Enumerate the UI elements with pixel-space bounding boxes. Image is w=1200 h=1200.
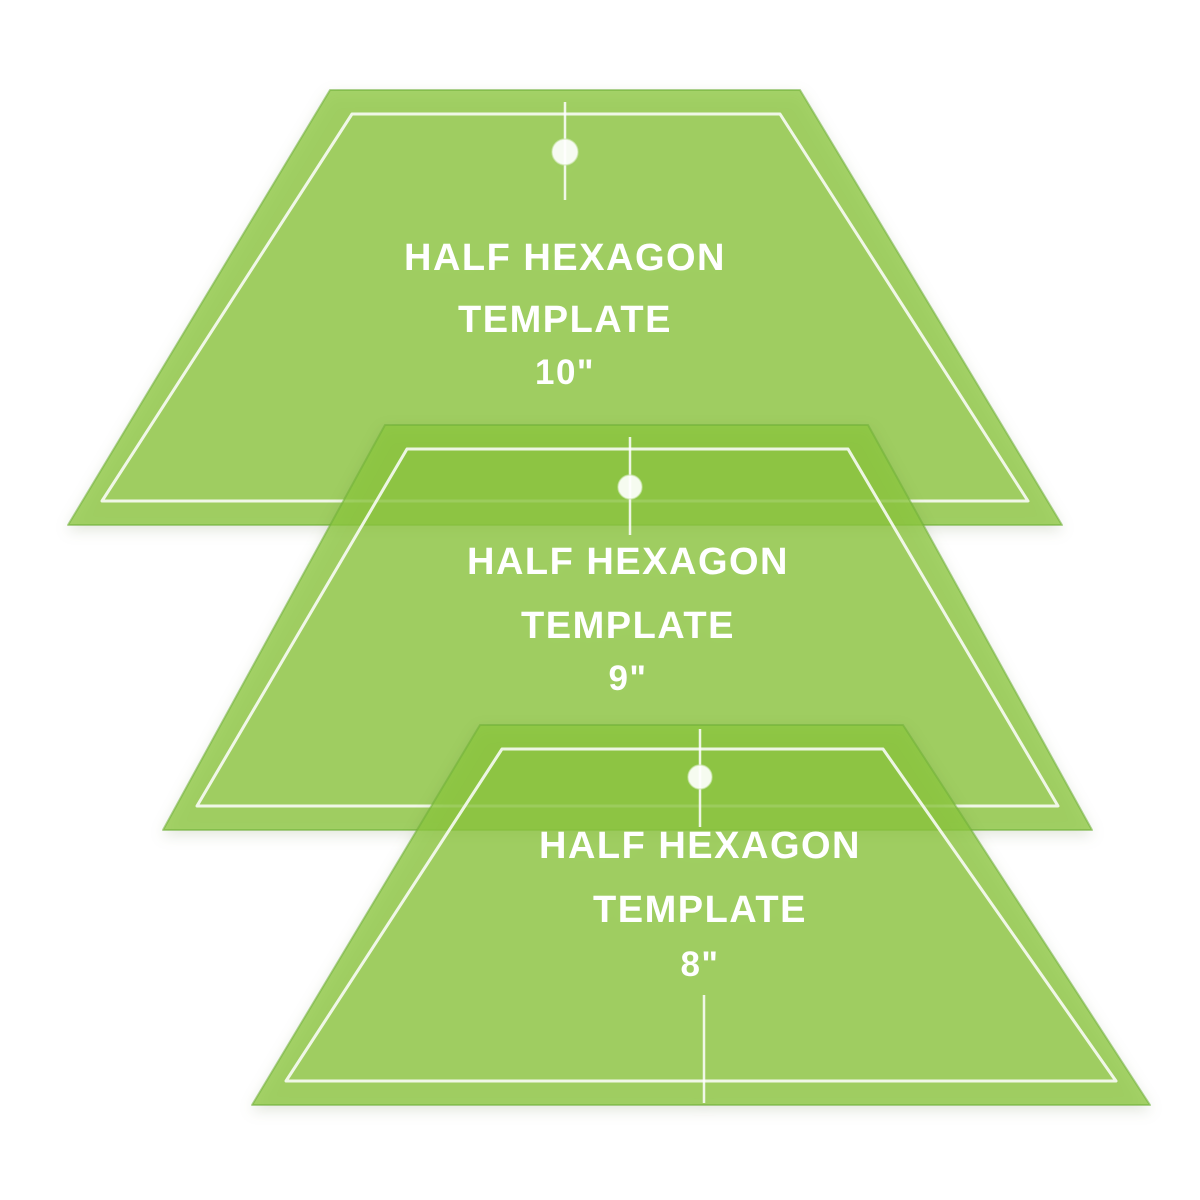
template-10-title-line1: HALF HEXAGON [404, 237, 726, 279]
template-9-size-label: 9" [608, 659, 647, 698]
template-8-size-label: 8" [680, 945, 719, 984]
template-10-size-label: 10" [535, 353, 595, 392]
template-9-hanging-hole-icon [617, 474, 643, 500]
template-8-seam-line [284, 747, 1118, 1083]
template-8-inch: HALF HEXAGON TEMPLATE 8" [251, 724, 1151, 1106]
template-10-title-line2: TEMPLATE [458, 299, 672, 341]
template-8-hanging-hole-icon [687, 764, 713, 790]
template-8-title-line1: HALF HEXAGON [539, 825, 861, 867]
template-10-seam-line [100, 112, 1030, 503]
template-10-inch: HALF HEXAGON TEMPLATE 10" [67, 89, 1063, 526]
template-8-title-line2: TEMPLATE [593, 889, 807, 931]
template-9-title-line2: TEMPLATE [521, 605, 735, 647]
template-9-seam-line [195, 447, 1060, 808]
template-8-outline [251, 724, 1151, 1106]
template-10-outline [67, 89, 1063, 526]
template-10-hanging-hole-icon [551, 138, 579, 166]
template-9-title-line1: HALF HEXAGON [467, 541, 789, 583]
